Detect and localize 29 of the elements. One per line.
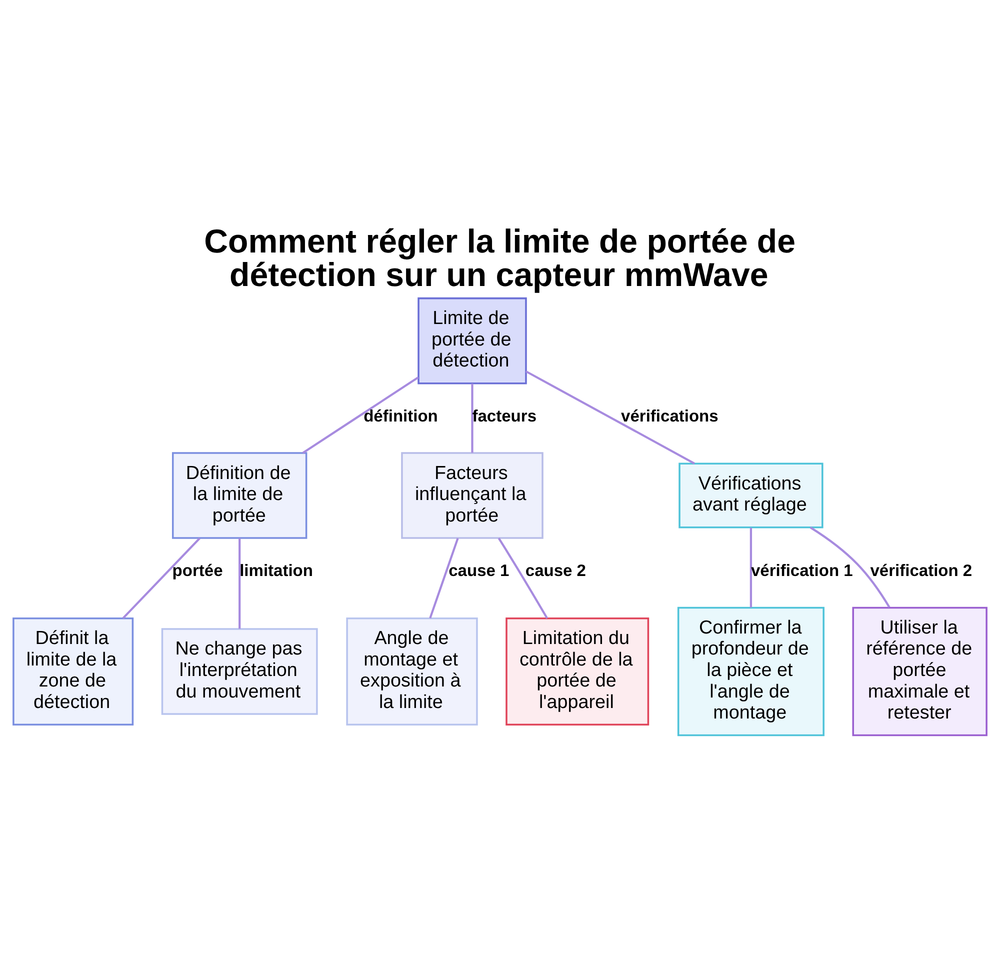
node-box: Définit la limite de la zone de détection [12,617,134,726]
diagram-title: Comment régler la limite de portée de détection sur un capteur mmWave [204,224,796,294]
connector [498,538,548,619]
node-box: Définition de la limite de portée [172,452,308,539]
edge-label: facteurs [472,406,537,426]
node-box: Confirmer la profondeur de la pièce et l'angle de montage [677,606,824,736]
node-box: Limite de portée de détection [418,297,527,384]
edge-label: limitation [240,561,313,580]
connector [238,538,241,629]
node-box: Utiliser la référence de portée maximale et retester [852,606,988,736]
node-box: Angle de montage et exposition à la limite [346,617,478,726]
connector [471,384,474,453]
connector [525,370,696,464]
connector [750,528,752,608]
connector [122,538,200,619]
connector [429,538,459,619]
node-box: Limitation du contrôle de la portée de l'appareil [506,617,650,726]
edge-label: vérification 1 [750,561,853,580]
connector [810,526,890,608]
edge-label: vérifications [621,406,718,426]
edge-label: définition [364,406,438,426]
node-box: Facteurs influençant la portée [401,452,544,539]
node-box: Vérifications avant réglage [678,462,824,528]
node-box: Ne change pas l'interprétation du mouvement [161,628,318,715]
edge-label: cause 1 [448,561,510,580]
edge-label: portée [172,561,223,580]
connector [302,376,419,454]
edge-label: cause 2 [525,561,586,580]
edge-label: vérification 2 [870,561,972,580]
